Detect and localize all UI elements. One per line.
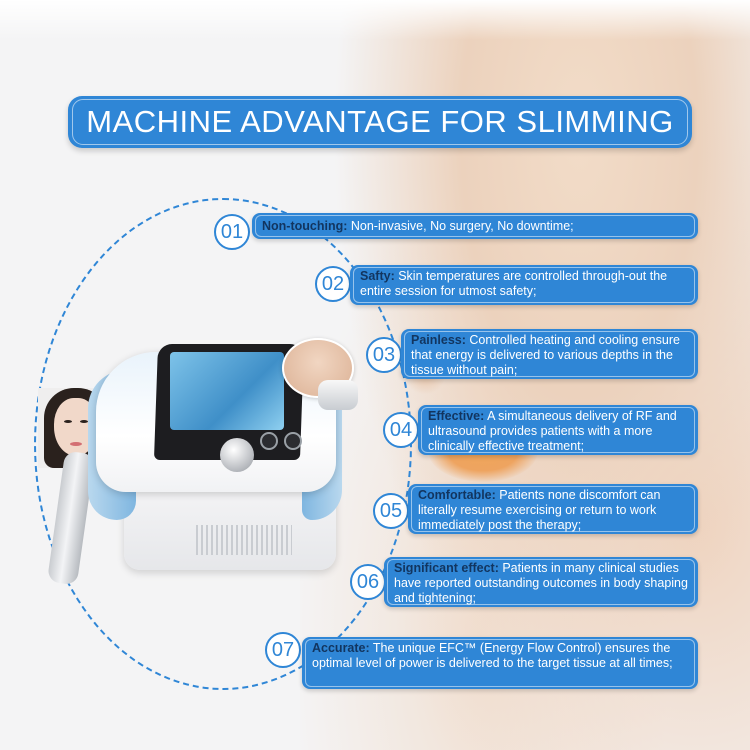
advantage-box-01: Non-touching: Non-invasive, No surgery, … <box>252 213 698 239</box>
advantage-text: Patients in many clinical studies have r… <box>394 561 688 605</box>
probe-image <box>318 380 358 410</box>
advantage-box-04: Effective: A simultaneous delivery of RF… <box>418 405 698 455</box>
top-fade <box>0 0 750 40</box>
advantage-box-02: Safty: Skin temperatures are controlled … <box>350 265 698 305</box>
page-title: MACHINE ADVANTAGE FOR SLIMMING <box>86 104 674 139</box>
number-badge-02: 02 <box>315 266 351 302</box>
advantage-box-07: Accurate: The unique EFC™ (Energy Flow C… <box>302 637 698 689</box>
advantage-label: Painless: <box>411 333 466 347</box>
title-banner: MACHINE ADVANTAGE FOR SLIMMING <box>68 96 692 148</box>
advantage-label: Safty: <box>360 269 395 283</box>
advantage-box-06: Significant effect: Patients in many cli… <box>384 557 698 607</box>
machine-vent <box>196 525 292 555</box>
advantage-label: Non-touching: <box>262 219 348 233</box>
number-badge-07: 07 <box>265 632 301 668</box>
number-badge-06: 06 <box>350 564 386 600</box>
advantage-box-03: Painless: Controlled heating and cooling… <box>401 329 698 379</box>
advantage-text: Patients none discomfort can literally r… <box>418 488 661 532</box>
advantage-label: Significant effect: <box>394 561 499 575</box>
advantage-text: Controlled heating and cooling ensure th… <box>411 333 680 377</box>
number-badge-01: 01 <box>214 214 250 250</box>
number-badge-04: 04 <box>383 412 419 448</box>
machine-screen <box>170 352 284 430</box>
machine-knob <box>220 438 254 472</box>
machine-port <box>260 432 278 450</box>
advantage-text: Non-invasive, No surgery, No downtime; <box>347 219 574 233</box>
advantage-label: Accurate: <box>312 641 370 655</box>
advantage-label: Effective: <box>428 409 485 423</box>
advantage-box-05: Comfortable: Patients none discomfort ca… <box>408 484 698 534</box>
number-badge-03: 03 <box>366 337 402 373</box>
advantage-text: The unique EFC™ (Energy Flow Control) en… <box>312 641 673 670</box>
advantage-text: Skin temperatures are controlled through… <box>360 269 668 298</box>
advantage-label: Comfortable: <box>418 488 496 502</box>
number-badge-05: 05 <box>373 493 409 529</box>
advantage-text: A simultaneous delivery of RF and ultras… <box>428 409 677 453</box>
machine-port <box>284 432 302 450</box>
